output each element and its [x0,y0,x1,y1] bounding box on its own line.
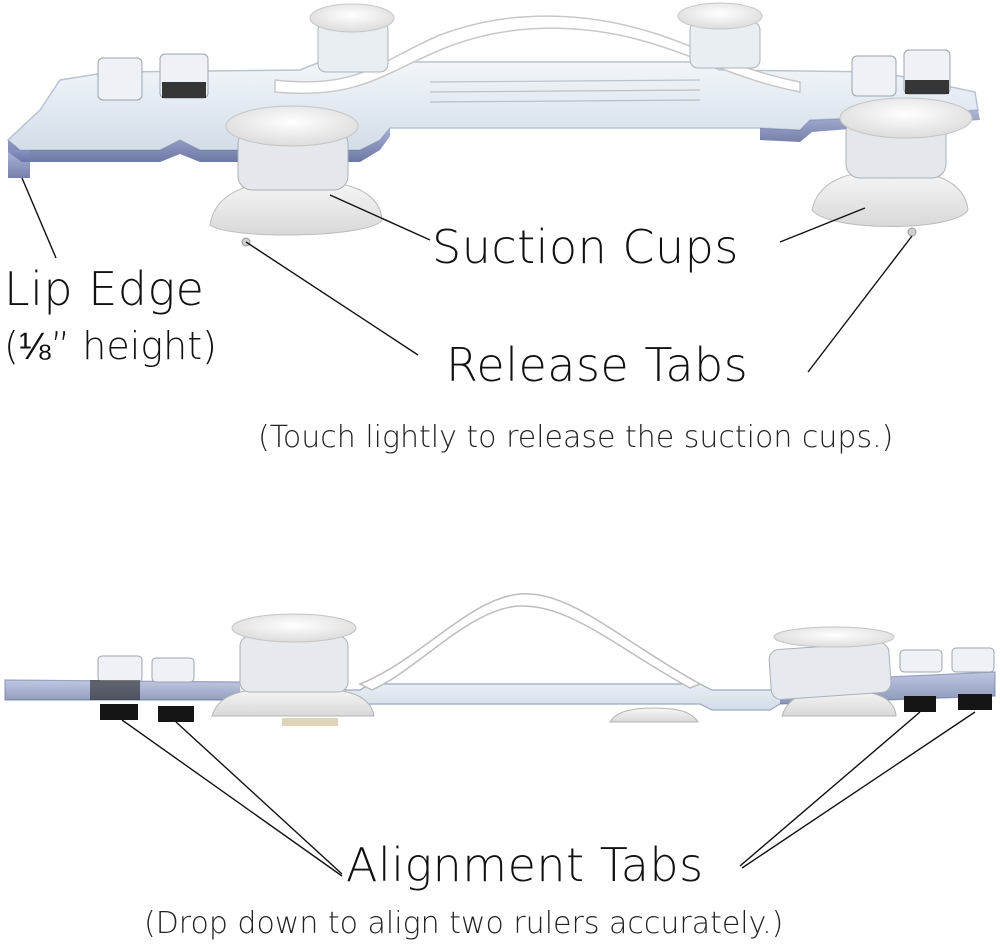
lip-edge-label: Lip Edge [4,262,205,316]
side-alignment-tabs [90,647,995,722]
side-right-suction-cup [768,626,897,717]
side-middle-suction-cup [609,707,699,723]
top-alignment-tabs [97,49,951,101]
suction-cups-label: Suction Cups [432,220,739,274]
alignment-tabs-label: Alignment Tabs [346,838,704,892]
back-right-suction-cup [677,2,763,69]
engraving [429,79,701,103]
release-tabs-label: Release Tabs [446,338,749,392]
leader-lines-top [21,177,913,373]
side-view-connector [4,593,996,726]
lip-edge [8,150,30,178]
front-left-suction-cup [209,105,383,247]
lip-height-label: (⅛” height) [4,324,217,368]
alignment-tabs-note: (Drop down to align two rulers accuratel… [144,906,784,941]
side-left-suction-cup [211,613,375,726]
acrylic-plate [6,61,979,151]
top-view-connector [6,2,980,247]
release-tabs-note: (Touch lightly to release the suction cu… [258,420,894,455]
side-strap [358,593,702,691]
back-left-suction-cup [309,3,395,73]
front-right-suction-cup [811,97,973,237]
leader-lines-bottom [121,711,976,877]
